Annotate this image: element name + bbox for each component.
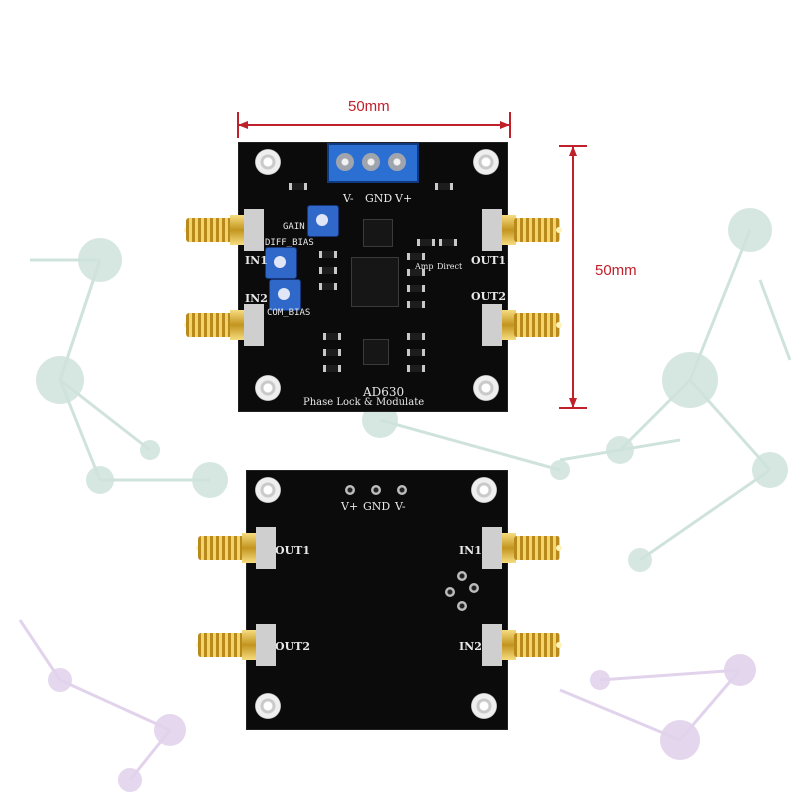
power-pin-via: [397, 485, 407, 495]
direct-label: Direct: [437, 262, 463, 271]
bottom-power-label-gnd: GND: [363, 500, 391, 513]
sma-connector-in2: [184, 304, 264, 346]
ad630-ic-chip: [351, 257, 399, 307]
smd-component: [323, 349, 341, 356]
ic-chip: [363, 219, 393, 247]
bottom-power-label-vplus: V+: [341, 500, 359, 513]
smd-component: [407, 333, 425, 340]
sma-connector-in1: [184, 209, 264, 251]
com-bias-label: COM_BIAS: [267, 308, 311, 318]
power-label-vminus: V-: [343, 192, 354, 205]
ic-chip: [363, 339, 389, 365]
diff-bias-label: DIFF_BIAS: [265, 238, 314, 248]
height-dimension-label: 50mm: [595, 262, 637, 279]
smd-component: [323, 365, 341, 372]
smd-component: [417, 239, 435, 246]
gain-label: GAIN: [283, 222, 305, 232]
sma-connector-bottom-out1: [196, 527, 276, 569]
screw-icon: [388, 153, 406, 171]
out2-label: OUT2: [471, 290, 507, 303]
mounting-hole: [473, 149, 499, 175]
smd-component: [319, 283, 337, 290]
smd-component: [319, 267, 337, 274]
screw-icon: [336, 153, 354, 171]
mounting-hole: [255, 477, 281, 503]
height-dimension-line: [559, 145, 587, 409]
mounting-hole: [255, 693, 281, 719]
via: [469, 583, 479, 593]
via: [457, 571, 467, 581]
screw-icon: [362, 153, 380, 171]
sma-connector-out1: [482, 209, 562, 251]
bottom-out1-label: OUT1: [275, 544, 311, 557]
bottom-in1-label: IN1: [459, 544, 482, 557]
via: [457, 601, 467, 611]
smd-component: [407, 365, 425, 372]
power-label-gnd: GND: [365, 192, 393, 205]
smd-component: [439, 239, 457, 246]
in1-label: IN1: [245, 254, 268, 267]
bottom-power-label-vminus: V-: [395, 500, 406, 513]
amp-label: Amp: [415, 262, 434, 271]
smd-component: [435, 183, 453, 190]
power-label-vplus: V+: [395, 192, 413, 205]
smd-component: [407, 269, 425, 276]
power-pin-via: [345, 485, 355, 495]
mounting-hole: [471, 477, 497, 503]
smd-component: [319, 251, 337, 258]
mounting-hole: [255, 375, 281, 401]
smd-component: [407, 301, 425, 308]
sma-connector-bottom-in1: [482, 527, 562, 569]
trimmer-potentiometer: [307, 205, 339, 237]
trimmer-potentiometer: [269, 279, 301, 311]
width-dimension-label: 50mm: [348, 98, 390, 115]
board-title: AD630: [363, 385, 405, 399]
smd-component: [407, 253, 425, 260]
power-pin-via: [371, 485, 381, 495]
smd-component: [323, 333, 341, 340]
pcb-bottom-view: V+ GND V- OUT1 OUT2 IN1 IN2: [246, 470, 508, 730]
in2-label: IN2: [245, 292, 268, 305]
mounting-hole: [471, 693, 497, 719]
sma-connector-bottom-in2: [482, 624, 562, 666]
out1-label: OUT1: [471, 254, 507, 267]
mounting-hole: [255, 149, 281, 175]
smd-component: [407, 285, 425, 292]
smd-component: [289, 183, 307, 190]
pcb-top-view: V- GND V+ DIFF_BIAS COM_BIAS GAIN Amp Di…: [238, 142, 508, 412]
sma-connector-out2: [482, 304, 562, 346]
bottom-out2-label: OUT2: [275, 640, 311, 653]
trimmer-potentiometer: [265, 247, 297, 279]
via: [445, 587, 455, 597]
mounting-hole: [473, 375, 499, 401]
board-subtitle: Phase Lock & Modulate: [303, 397, 425, 408]
smd-component: [407, 349, 425, 356]
screw-terminal-block: [327, 143, 419, 183]
bottom-in2-label: IN2: [459, 640, 482, 653]
width-dimension-line: [237, 112, 511, 138]
sma-connector-bottom-out2: [196, 624, 276, 666]
